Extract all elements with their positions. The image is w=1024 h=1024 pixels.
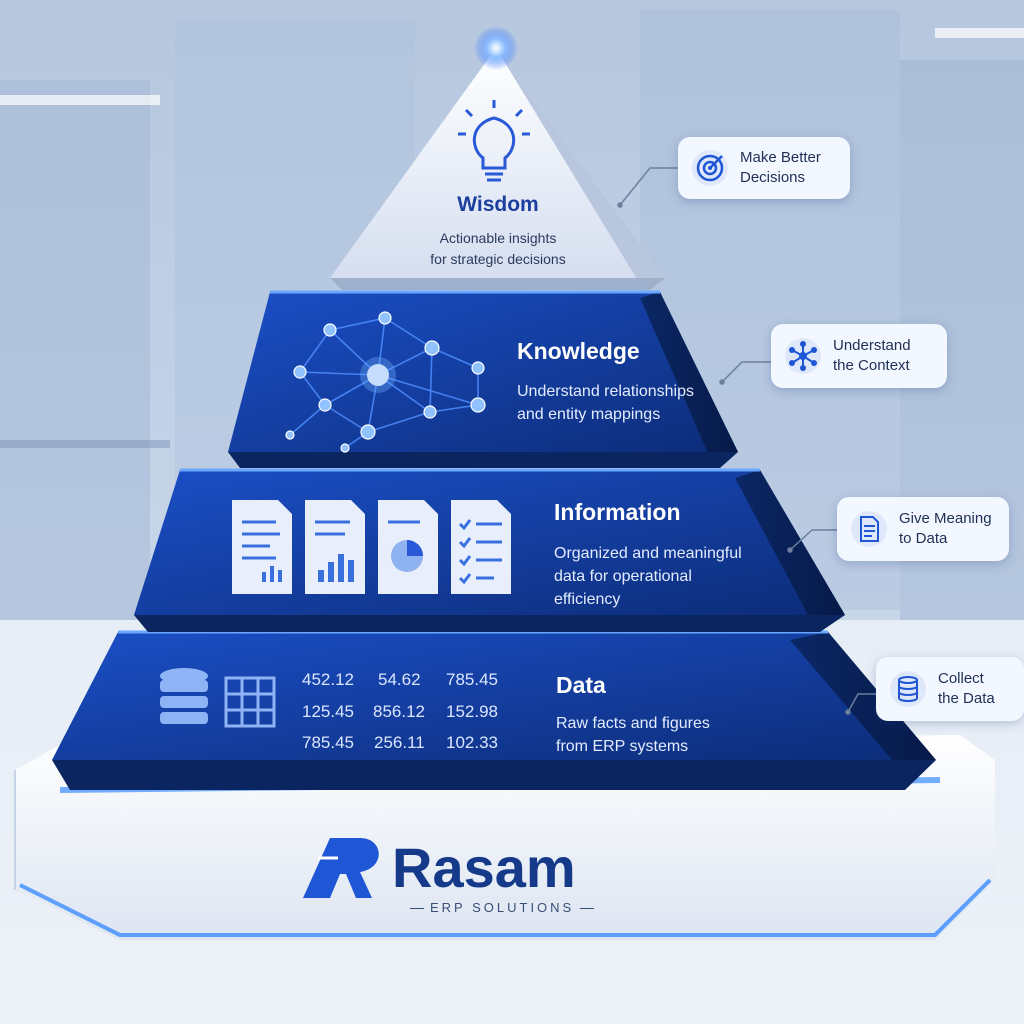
- callout-text: Collect: [938, 670, 984, 687]
- tagline-rule: [410, 908, 424, 910]
- data-value: 452.12: [302, 670, 354, 689]
- data-desc-line: Raw facts and figures: [556, 715, 710, 732]
- apex-glow: [474, 26, 518, 70]
- callout-text: Make Better: [740, 149, 821, 166]
- wisdom-desc-line: for strategic decisions: [430, 251, 566, 267]
- tagline-rule: [580, 908, 595, 910]
- text-document-icon: [232, 500, 292, 594]
- database-icon: [160, 668, 208, 724]
- data-value: 102.33: [446, 733, 498, 752]
- data-value: 256.11: [374, 733, 425, 752]
- wisdom-description: Actionable insights for strategic decisi…: [388, 228, 608, 270]
- callout-make-better-decisions: Make Better Decisions: [678, 137, 850, 199]
- information-desc-line: data for operational: [554, 568, 692, 585]
- spreadsheet-icon: [224, 676, 276, 728]
- tier-wisdom: [330, 26, 665, 290]
- network-icon: [785, 338, 821, 374]
- data-description: Raw facts and figures from ERP systems: [556, 712, 710, 758]
- checklist-document-icon: [451, 500, 511, 594]
- callout-text: Understand: [833, 337, 911, 354]
- callout-text: Give Meaning: [899, 510, 992, 527]
- knowledge-description: Understand relationships and entity mapp…: [517, 380, 694, 426]
- knowledge-title: Knowledge: [517, 338, 640, 364]
- information-desc-line: efficiency: [554, 591, 621, 608]
- knowledge-desc-line: Understand relationships: [517, 383, 694, 400]
- brand-tagline: ERP SOLUTIONS: [410, 900, 595, 915]
- information-description: Organized and meaningful data for operat…: [554, 542, 742, 611]
- data-title: Data: [556, 672, 606, 698]
- data-value: 125.45: [302, 702, 354, 721]
- lightbulb-icon: [458, 100, 530, 182]
- callout-text: to Data: [899, 530, 948, 547]
- callout-text: the Context: [833, 357, 910, 374]
- tagline-text: ERP SOLUTIONS: [430, 900, 575, 915]
- data-value: 152.98: [446, 702, 498, 721]
- data-desc-line: from ERP systems: [556, 738, 689, 755]
- database-icon: [890, 671, 926, 707]
- data-value: 785.45: [446, 670, 498, 689]
- callout-collect-data: Collect the Data: [876, 657, 1024, 721]
- bar-chart-document-icon: [305, 500, 365, 594]
- knowledge-network-icon: [285, 311, 486, 453]
- document-icons: [232, 500, 511, 594]
- data-value: 785.45: [302, 733, 354, 752]
- knowledge-desc-line: and entity mappings: [517, 406, 661, 423]
- data-value: 856.12: [373, 702, 425, 721]
- data-value: 54.62: [378, 670, 421, 689]
- connector-lines: [617, 167, 876, 715]
- information-desc-line: Organized and meaningful: [554, 545, 742, 562]
- wisdom-title: Wisdom: [457, 193, 539, 216]
- rasam-logo-icon: [303, 838, 379, 898]
- brand-name: Rasam: [392, 836, 576, 899]
- wisdom-desc-line: Actionable insights: [439, 230, 557, 246]
- callout-text: the Data: [938, 690, 995, 707]
- information-title: Information: [554, 499, 681, 525]
- document-icon: [851, 511, 887, 547]
- pie-chart-document-icon: [378, 500, 438, 594]
- target-icon: [692, 150, 728, 186]
- callout-understand-context: Understand the Context: [771, 324, 947, 388]
- callout-text: Decisions: [740, 169, 806, 186]
- callout-give-meaning: Give Meaning to Data: [837, 497, 1009, 561]
